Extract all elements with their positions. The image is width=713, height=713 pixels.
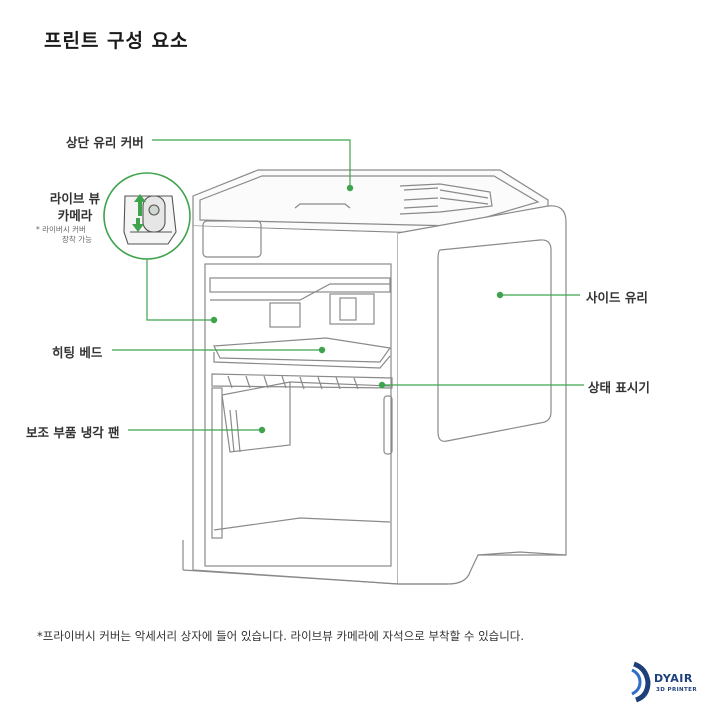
dot-aux-fan [258, 426, 266, 434]
label-live-view-sub-line1: * 라이버시 커버 [36, 225, 86, 234]
label-side-glass: 사이드 유리 [586, 290, 648, 305]
arrow-up-icon [134, 194, 146, 216]
dot-heating-bed [318, 346, 326, 354]
dyair-logo-icon [631, 661, 651, 703]
dot-top-glass [346, 184, 354, 192]
label-live-view-camera-line1: 라이브 뷰 [49, 191, 101, 206]
logo-tagline: 3D PRINTER [656, 687, 697, 693]
callout-camera-line [146, 259, 214, 321]
callout-dots [210, 184, 504, 434]
page-title: 프린트 구성 요소 [44, 30, 189, 52]
dot-camera [210, 316, 218, 324]
label-live-view-sub-line2: 장착 가능 [62, 235, 92, 244]
callout-lines [112, 139, 584, 431]
callout-top-glass-line [152, 139, 351, 188]
label-top-glass-cover: 상단 유리 커버 [66, 135, 144, 150]
label-status-indicator: 상태 표시기 [588, 380, 650, 395]
label-live-view-camera-line2: 카메라 [57, 208, 93, 223]
printer-body [182, 169, 567, 585]
footnote: *프라이버시 커버는 악세서리 상자에 들어 있습니다. 라이브뷰 카메라에 자… [37, 629, 525, 643]
logo-name: DYAIR [654, 672, 693, 685]
dot-side-glass [496, 291, 504, 299]
camera-callout [103, 172, 191, 260]
arrow-down-icon [132, 218, 144, 232]
label-heating-bed: 히팅 베드 [52, 345, 103, 360]
dot-status [378, 381, 386, 389]
label-aux-cooling-fan: 보조 부품 냉각 팬 [26, 425, 120, 440]
